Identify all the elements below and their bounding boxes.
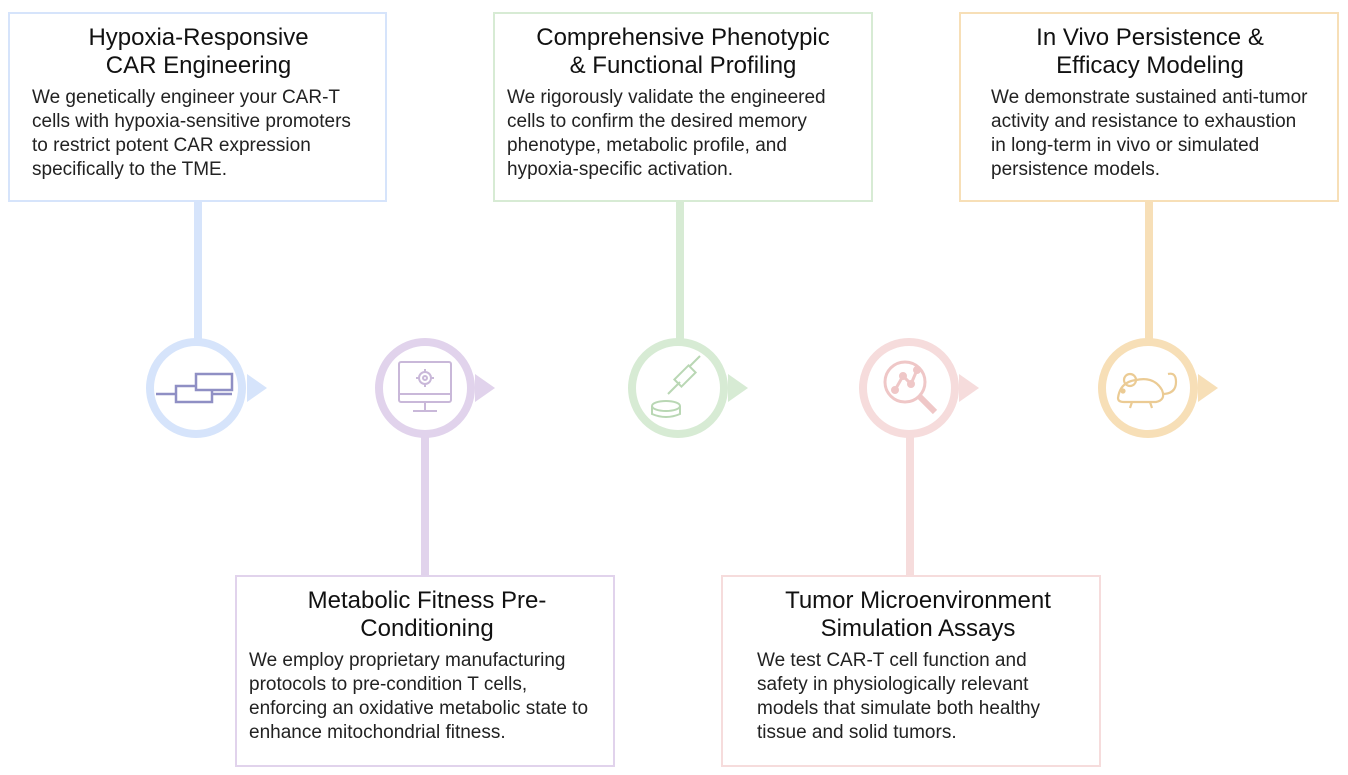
pipette-dish-icon bbox=[651, 355, 701, 418]
magnifier-analysis-icon bbox=[883, 360, 938, 415]
mouse-icon bbox=[1116, 372, 1178, 409]
step-card-5: In Vivo Persistence & Efficacy Modeling … bbox=[959, 12, 1339, 202]
step-title: Comprehensive Phenotypic & Functional Pr… bbox=[536, 24, 830, 79]
step-title: In Vivo Persistence & Efficacy Modeling bbox=[1036, 24, 1264, 79]
step-title: Tumor Microenvironment Simulation Assays bbox=[785, 587, 1051, 642]
step-description: We genetically engineer your CAR-T cells… bbox=[32, 87, 351, 180]
step-description: We employ proprietary manufacturing prot… bbox=[249, 650, 589, 743]
step-node-3 bbox=[626, 336, 750, 440]
connector-step-2 bbox=[421, 432, 429, 578]
gene-construct-icon bbox=[156, 372, 234, 404]
connector-step-4 bbox=[906, 432, 914, 578]
connector-step-1 bbox=[194, 200, 202, 342]
step-title: Metabolic Fitness Pre- Conditioning bbox=[307, 587, 547, 642]
step-node-1 bbox=[146, 336, 270, 440]
step-card-3: Comprehensive Phenotypic & Functional Pr… bbox=[493, 12, 873, 202]
computer-gear-icon bbox=[398, 361, 452, 412]
connector-step-3 bbox=[676, 200, 684, 342]
step-card-1: Hypoxia-Responsive CAR Engineering We ge… bbox=[8, 12, 387, 202]
step-description: We rigorously validate the engineered ce… bbox=[507, 87, 826, 180]
step-node-5 bbox=[1096, 336, 1220, 440]
step-card-2: Metabolic Fitness Pre- Conditioning We e… bbox=[235, 575, 615, 767]
step-title: Hypoxia-Responsive CAR Engineering bbox=[88, 24, 309, 79]
step-description: We test CAR-T cell function and safety i… bbox=[757, 650, 1041, 743]
step-node-4 bbox=[857, 336, 981, 440]
step-description: We demonstrate sustained anti-tumor acti… bbox=[991, 87, 1308, 180]
step-node-2 bbox=[373, 336, 497, 440]
connector-step-5 bbox=[1145, 200, 1153, 342]
step-card-4: Tumor Microenvironment Simulation Assays… bbox=[721, 575, 1101, 767]
